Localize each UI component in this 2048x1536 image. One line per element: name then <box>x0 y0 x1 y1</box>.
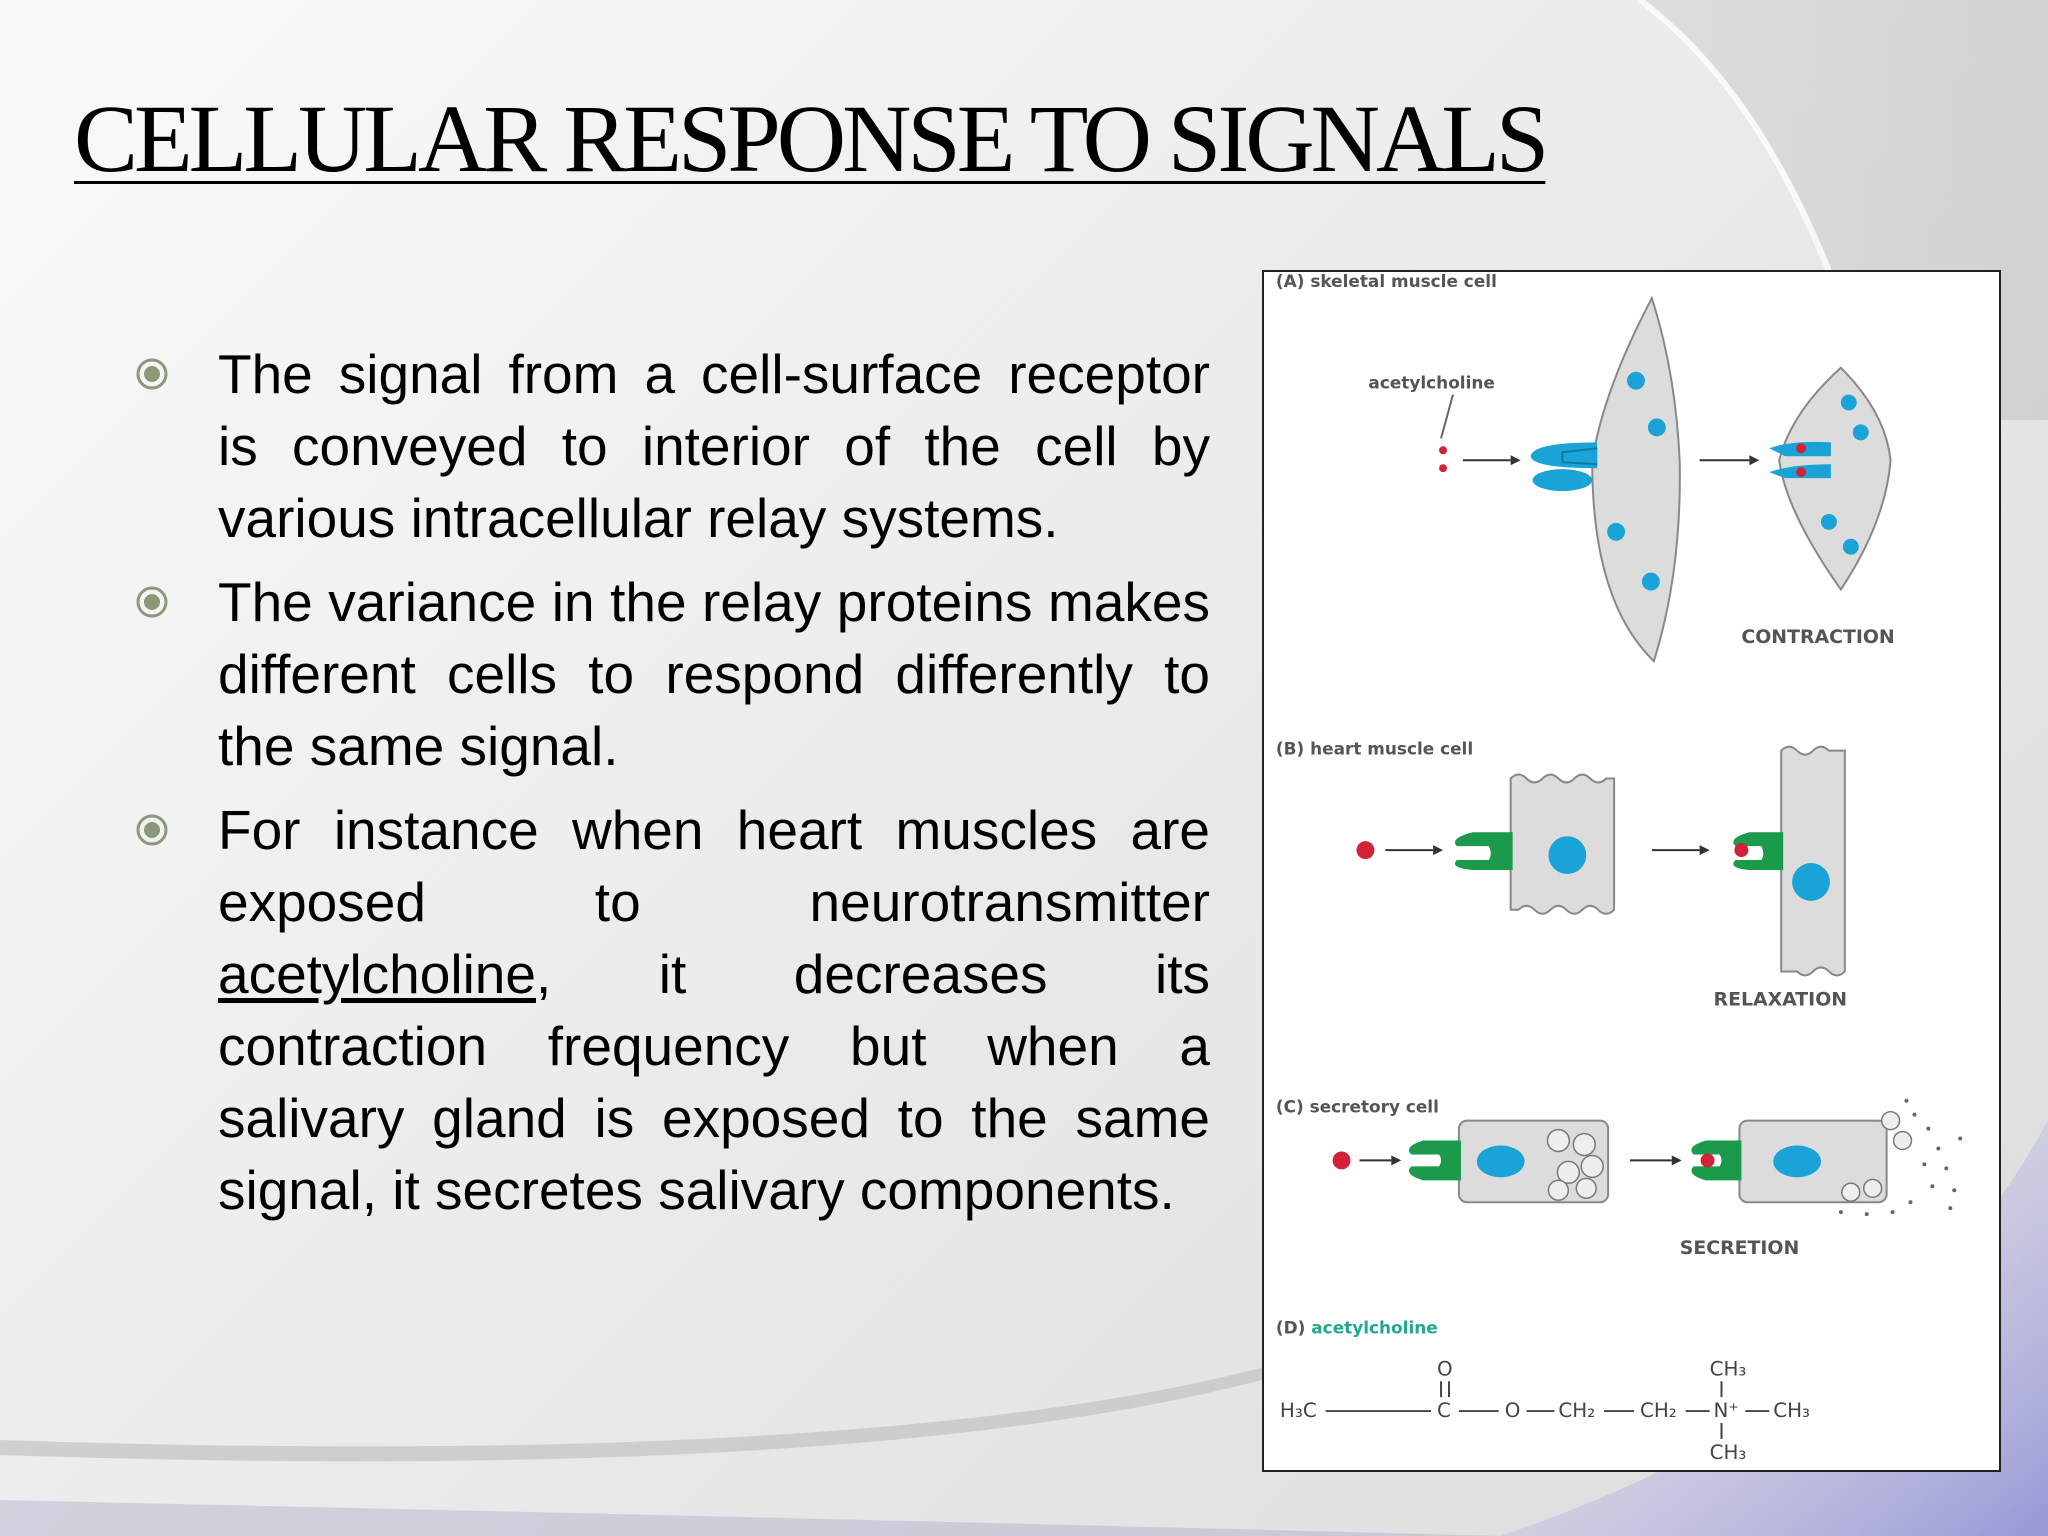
bullet-list: The signal from a cell-surface receptor … <box>130 338 1210 1238</box>
ligand-dot <box>1332 1151 1351 1170</box>
formula-o-top: O <box>1437 1357 1453 1380</box>
slide-title: CELLULAR RESPONSE TO SIGNALS <box>74 85 1549 192</box>
formula-n: N⁺ <box>1714 1399 1739 1422</box>
contraction-label: CONTRACTION <box>1741 626 1894 648</box>
nucleus <box>1792 863 1830 901</box>
organelle-dot <box>1852 424 1869 441</box>
ligand-dot <box>1796 467 1807 478</box>
bullet-text-part: , it decreases its contraction frequency… <box>218 943 1210 1221</box>
formula-ch2-2: CH₂ <box>1640 1399 1677 1422</box>
formula-ch3-bottom: CH₃ <box>1710 1441 1747 1464</box>
arrow-head <box>1699 845 1710 856</box>
panel-d-prefix: (D) <box>1276 1317 1305 1337</box>
organelle-dot <box>1647 418 1666 437</box>
panel-c-label: (C) secretory cell <box>1276 1097 1439 1117</box>
formula-o: O <box>1505 1399 1521 1422</box>
bullet-item: The signal from a cell-surface receptor … <box>130 338 1210 554</box>
nucleus <box>1773 1145 1821 1178</box>
bullet-item: For instance when heart muscles are expo… <box>130 794 1210 1226</box>
arrow-head <box>1391 1155 1402 1166</box>
bullet-text: The variance in the relay proteins makes… <box>218 571 1210 777</box>
ligand-dot <box>1356 841 1375 860</box>
arrow-head <box>1433 845 1444 856</box>
signaling-figure: (A) skeletal muscle cell acetylcholine C… <box>1262 270 2001 1472</box>
relaxation-label: RELAXATION <box>1714 988 1848 1010</box>
receptor-shape <box>1532 469 1593 492</box>
formula-ch2-1: CH₂ <box>1558 1399 1595 1422</box>
label-pointer-line <box>1440 394 1454 439</box>
secretion-particles <box>1838 1098 1963 1217</box>
organelle-dot <box>1641 572 1660 591</box>
receptor-shape <box>1408 1140 1461 1181</box>
nucleus <box>1548 836 1587 874</box>
acetylcholine-link[interactable]: acetylcholine <box>218 943 536 1005</box>
nucleus <box>1476 1145 1525 1178</box>
skeletal-muscle-cell <box>1591 295 1681 663</box>
bullet-text-part: For instance when heart muscles are expo… <box>218 799 1210 933</box>
bullet-text: For instance when heart muscles are expo… <box>218 794 1210 1226</box>
receptor-shape <box>1733 832 1784 871</box>
receptor-shape <box>1561 447 1598 466</box>
acetylcholine-label: acetylcholine <box>1368 373 1494 393</box>
panel-b-label: (B) heart muscle cell <box>1276 739 1473 759</box>
organelle-dot <box>1627 371 1645 390</box>
bullet-circle-icon <box>130 566 218 638</box>
organelle-dot <box>1842 538 1859 555</box>
panel-d-name: acetylcholine <box>1311 1317 1437 1337</box>
ligand-dot <box>1439 464 1448 473</box>
receptor-shape <box>1454 832 1513 871</box>
formula-c: C <box>1437 1399 1451 1422</box>
arrow-head <box>1749 455 1760 466</box>
bullet-circle-icon <box>130 794 218 866</box>
arrow-head <box>1671 1155 1682 1166</box>
organelle-dot <box>1820 513 1837 530</box>
secretion-label: SECRETION <box>1680 1237 1800 1259</box>
panel-d-label: (D) acetylcholine <box>1276 1317 1438 1337</box>
bullet-circle-icon <box>130 338 218 410</box>
bullet-item: The variance in the relay proteins makes… <box>130 566 1210 782</box>
ligand-dot <box>1439 446 1448 455</box>
acetylcholine-formula: O H₃C C O CH₂ CH₂ N⁺ CH₃ CH₃ CH₃ <box>1280 1357 1810 1464</box>
bullet-text: The signal from a cell-surface receptor … <box>218 343 1210 549</box>
receptor-shape <box>1691 1140 1742 1181</box>
contracted-muscle-cell <box>1778 366 1892 592</box>
relaxed-heart-cell <box>1780 745 1846 977</box>
figure-diagram: (A) skeletal muscle cell acetylcholine C… <box>1276 272 1963 1464</box>
panel-a-label: (A) skeletal muscle cell <box>1276 272 1497 291</box>
arrow-head <box>1510 455 1521 466</box>
released-vesicles <box>1841 1110 1913 1202</box>
formula-h3c: H₃C <box>1280 1399 1317 1422</box>
formula-ch3-right: CH₃ <box>1773 1399 1810 1422</box>
ligand-dot <box>1700 1153 1715 1168</box>
secretory-vesicles <box>1546 1128 1604 1201</box>
formula-ch3-top: CH₃ <box>1710 1357 1747 1380</box>
organelle-dot <box>1840 394 1857 411</box>
ligand-dot <box>1734 843 1749 858</box>
organelle-dot <box>1607 522 1626 541</box>
ligand-dot <box>1796 443 1807 454</box>
